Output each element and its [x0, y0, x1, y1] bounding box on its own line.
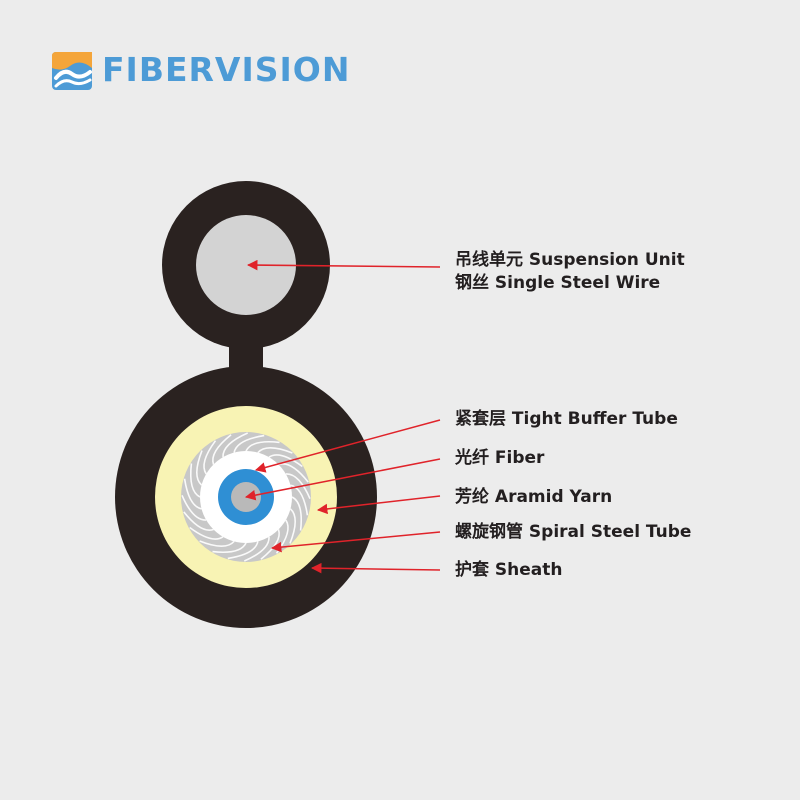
arrow-sheath: [310, 562, 441, 574]
spiral-blade: [289, 508, 296, 544]
brand-name: FIBERVISION: [102, 50, 351, 89]
spiral-blade: [257, 447, 293, 454]
spiral-blade: [203, 440, 217, 475]
steel-wire: [196, 215, 296, 315]
spiral-blade: [189, 463, 201, 498]
arrow-tight-buffer: [254, 419, 441, 473]
arrow-aramid-yarn: [316, 495, 441, 515]
label-sheath: 护套 Sheath: [455, 560, 563, 580]
spiral-blade: [196, 450, 203, 486]
spiral-blade: [291, 496, 303, 531]
spiral-blade: [233, 434, 265, 453]
spiral-blade: [183, 478, 202, 510]
spiral-blade: [212, 434, 232, 465]
arrow-fiber: [244, 458, 441, 501]
spiral-blade: [285, 473, 311, 500]
spiral-blade: [243, 536, 270, 562]
arrow-suspension-unit: [246, 259, 441, 271]
spiral-blade: [268, 454, 303, 468]
label-aramid-yarn: 芳纶 Aramid Yarn: [455, 487, 613, 507]
label-suspension-unit: 吊线单元 Suspension Unit: [455, 250, 685, 270]
spiral-blade: [181, 494, 207, 521]
spiral-blade: [222, 432, 249, 458]
spiral-blade: [189, 526, 224, 540]
spiral-blade: [183, 511, 214, 531]
spiral-blade: [245, 440, 280, 452]
spiral-blade: [227, 541, 259, 560]
label-spiral-steel-tube: 螺旋钢管 Spiral Steel Tube: [455, 522, 692, 542]
label-steel-wire: 钢丝 Single Steel Wire: [455, 273, 661, 293]
spiral-blade: [212, 542, 247, 554]
spiral-blade: [199, 540, 235, 547]
spiral-blade: [290, 484, 309, 516]
fibervision-logo-icon: [52, 52, 92, 90]
arrow-spiral-steel-tube: [270, 531, 441, 553]
label-fiber: 光纤 Fiber: [455, 448, 545, 468]
fibervision-logo: FIBERVISION: [50, 48, 350, 92]
label-tight-buffer: 紧套层 Tight Buffer Tube: [455, 409, 678, 429]
